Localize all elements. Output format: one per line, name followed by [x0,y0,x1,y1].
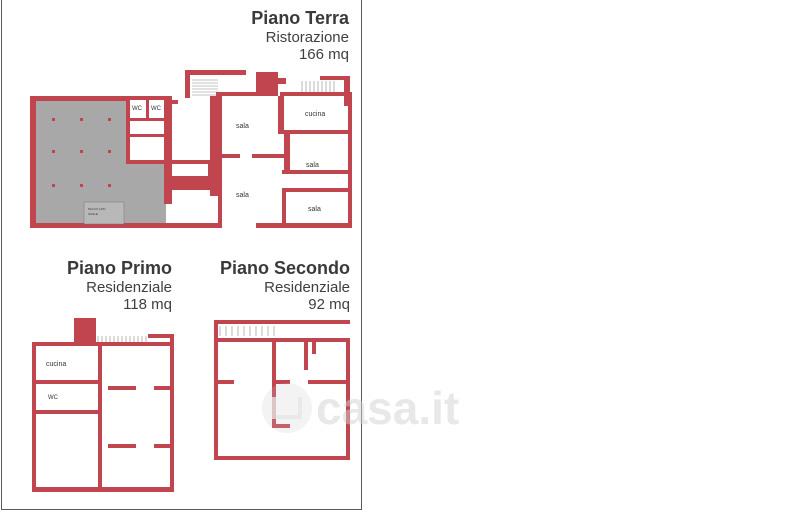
floor-use: Residenziale [264,278,350,296]
room-label-wc: WC [48,395,59,401]
floor-plan-sheet: Piano Terra Ristorazione 166 mq PALCO CO… [1,0,362,510]
room-label-sala: sala [308,206,321,213]
plan-piano-terra: PALCO CON SCALE WC WC [30,70,352,228]
plan-piano-secondo [214,320,350,460]
floor-use: Residenziale [86,278,172,296]
room-label-sala: sala [236,123,249,130]
room-label-sala: sala [236,192,249,199]
svg-text:SCALE: SCALE [88,212,98,216]
floor-area: 166 mq [298,45,349,63]
svg-text:PALCO CON: PALCO CON [88,207,105,211]
header-piano-primo: Piano Primo Residenziale 118 mq [42,258,172,313]
floor-title: Piano Secondo [219,258,350,278]
room-label-cucina: cucina [305,111,325,118]
room-label-wc: WC [151,106,162,112]
room-label-wc: WC [132,106,143,112]
room-label-cucina: cucina [46,361,66,368]
floor-title: Piano Primo [66,258,172,278]
plan-piano-primo: cucina WC [32,318,174,492]
header-piano-secondo: Piano Secondo Residenziale 92 mq [192,258,350,313]
floor-area: 118 mq [123,295,172,313]
floor-use: Ristorazione [265,28,349,46]
room-label-sala: sala [306,162,319,169]
floor-title: Piano Terra [251,8,349,28]
header-piano-terra: Piano Terra Ristorazione 166 mq [251,8,349,63]
floor-area: 92 mq [308,295,350,313]
